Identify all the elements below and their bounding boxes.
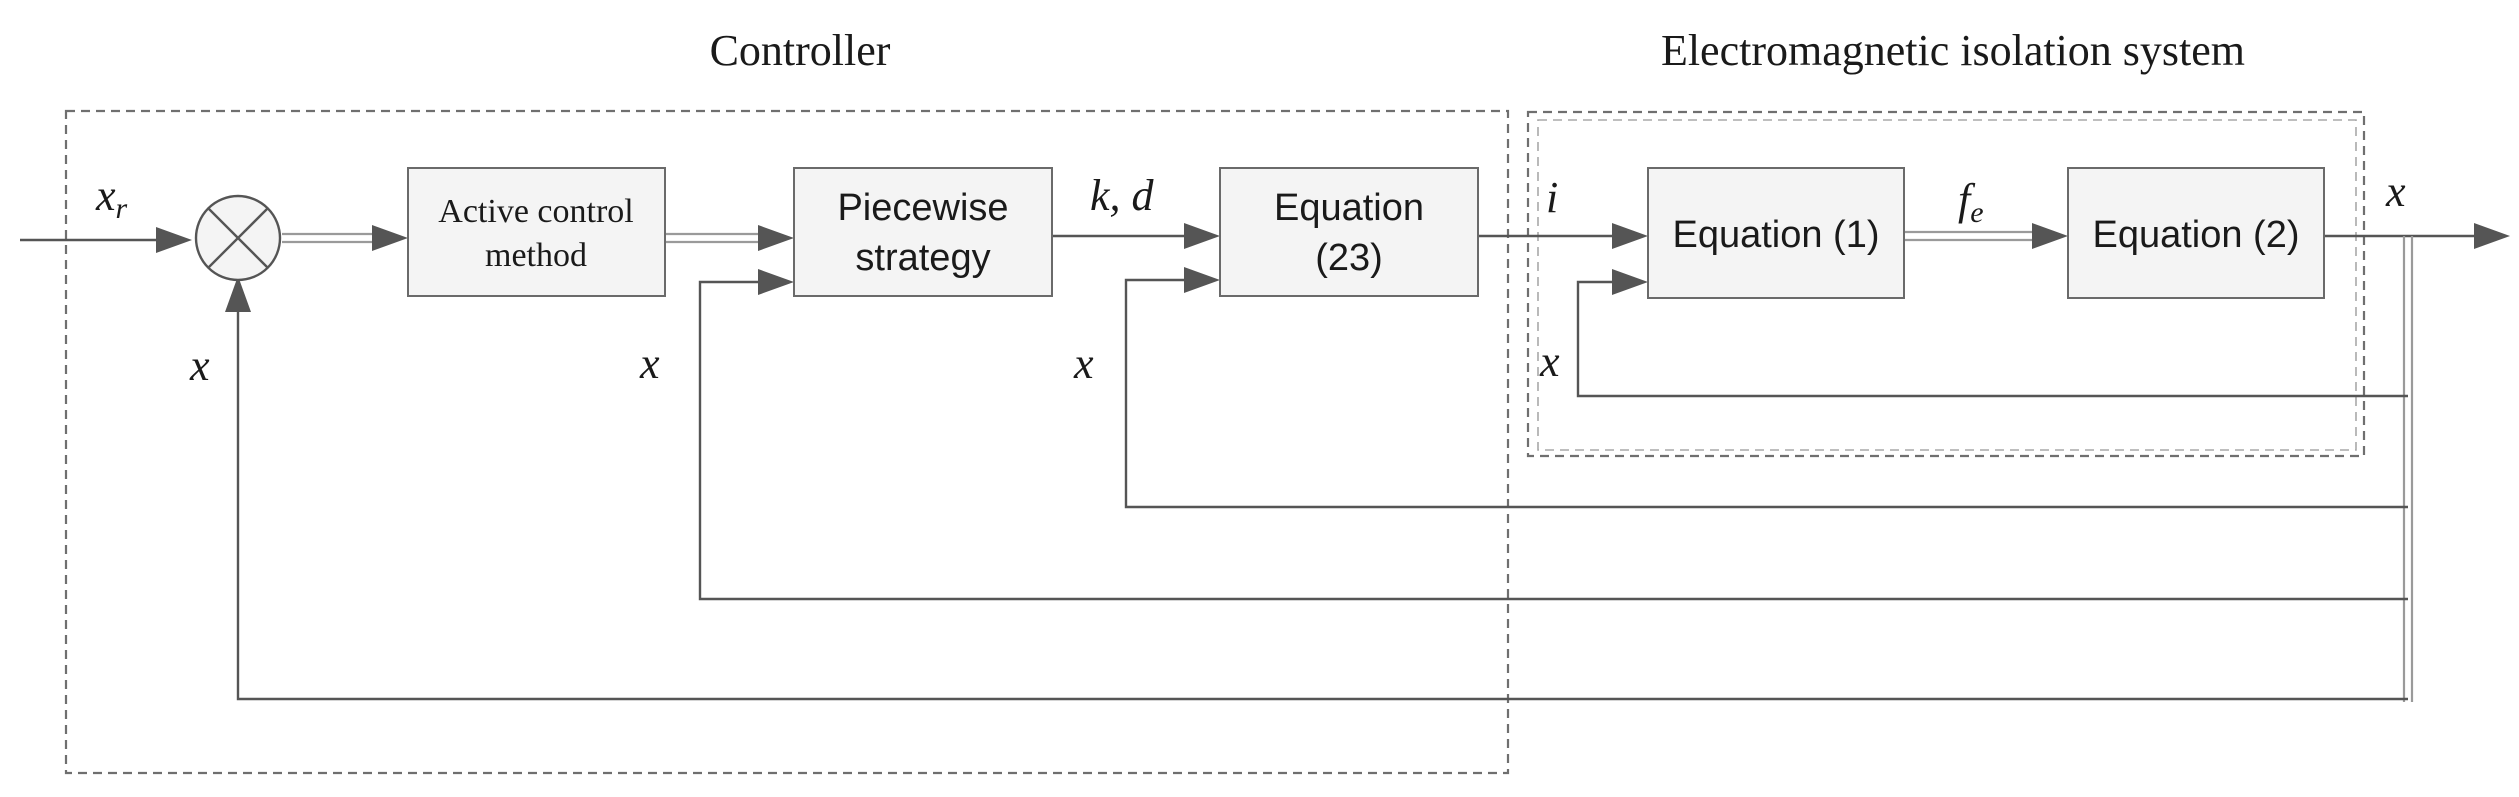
isolation-frame-inner: [1537, 119, 2357, 451]
feedback-eq1-label: x: [1539, 337, 1560, 386]
piecewise-label-line1: Piecewise: [837, 187, 1008, 229]
active-control-label-line1: Active control: [438, 193, 633, 230]
arrow-feedback-summer: [225, 276, 251, 312]
equation-2-label: Equation (2): [2092, 214, 2299, 256]
controller-title: Controller: [710, 26, 891, 75]
wire-feedback-summer: [236, 312, 2408, 701]
current-label: i: [1546, 173, 1558, 222]
arrow-feedback-eq1: [1612, 269, 1648, 295]
active-control-block: Active control method: [407, 167, 666, 297]
arrow-piecewise-to-eq23: [1184, 223, 1220, 249]
force-label: fe: [1958, 175, 1984, 229]
reference-input-label: xr: [95, 171, 128, 225]
wire-feedback-eq1: [1576, 280, 2408, 398]
wire-feedback-piecewise: [698, 280, 2408, 601]
piecewise-label-line2: strategy: [855, 237, 990, 279]
arrow-summer-to-active: [372, 225, 408, 251]
equation-1-block: Equation (1): [1647, 167, 1905, 299]
output-label: x: [2385, 167, 2406, 216]
arrow-feedback-eq23: [1184, 267, 1220, 293]
arrow-xr-input: [156, 227, 192, 253]
summing-junction: [194, 194, 282, 282]
feedback-eq23-label: x: [1073, 339, 1094, 388]
equation-23-label-line2: (23): [1315, 237, 1383, 279]
feedback-summer-label: x: [189, 341, 210, 390]
arrow-eq23-to-eq1: [1612, 223, 1648, 249]
equation-23-block: Equation (23): [1219, 167, 1479, 297]
equation-23-label-line1: Equation: [1274, 187, 1424, 229]
isolation-title: Electromagnetic isolation system: [1661, 26, 2245, 75]
arrow-feedback-piecewise: [758, 269, 794, 295]
equation-1-label: Equation (1): [1672, 214, 1879, 256]
active-control-label-line2: method: [485, 237, 587, 274]
arrow-active-to-piecewise: [758, 225, 794, 251]
controller-frame: [64, 109, 1510, 775]
reference-input-subscript: r: [116, 192, 128, 225]
wire-feedback-eq23: [1124, 278, 2408, 509]
arrow-output: [2474, 223, 2510, 249]
feedback-piecewise-label: x: [639, 339, 660, 388]
piecewise-strategy-block: Piecewise strategy: [793, 167, 1053, 297]
kd-label: k, d: [1090, 171, 1155, 220]
equation-2-block: Equation (2): [2067, 167, 2325, 299]
force-subscript: e: [1970, 196, 1983, 229]
arrow-eq1-to-eq2: [2032, 223, 2068, 249]
reference-input-base: x: [95, 171, 116, 220]
isolation-frame-outer: [1526, 110, 2366, 458]
